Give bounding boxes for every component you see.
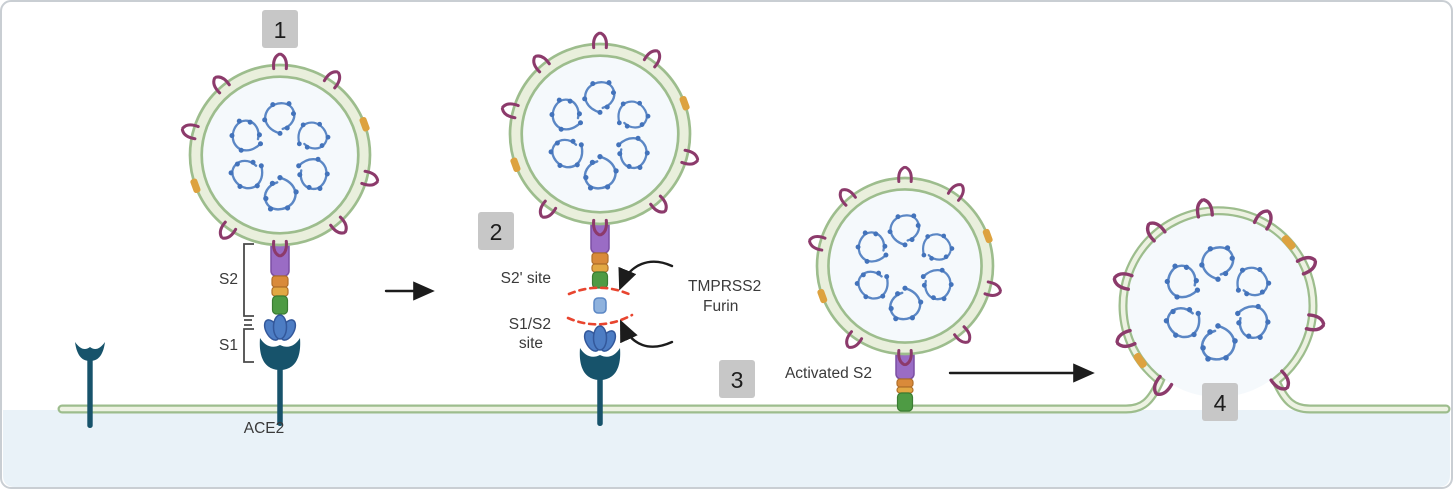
bracket-tick (244, 319, 252, 326)
step-3-number: 3 (731, 367, 744, 393)
step-1-number: 1 (274, 17, 287, 43)
step-1-box (262, 10, 298, 48)
cell-membrane (57, 206, 1451, 414)
step-label-3: 3 (719, 360, 755, 398)
s1-s2-site-label-line1: S1/S2 (509, 316, 551, 333)
activated-s2-label: Activated S2 (785, 365, 872, 382)
virus-3-complex (808, 167, 1002, 412)
step-2-number: 2 (490, 219, 503, 245)
step-label-4: 4 (1202, 383, 1238, 421)
s1-bracket (243, 328, 254, 363)
furin-label: Furin (703, 298, 738, 315)
step-4-box (1202, 383, 1238, 421)
virus-1-complex (181, 54, 379, 426)
s2-bracket (243, 243, 254, 317)
step-3-box (719, 360, 755, 398)
step-4-number: 4 (1214, 390, 1227, 416)
ace2-label: ACE2 (244, 420, 285, 437)
cleaved-fragment (593, 297, 607, 314)
tmprss2-label: TMPRSS2 (688, 278, 761, 295)
fusion-pocket-interior (1127, 215, 1309, 397)
s2-label: S2 (219, 271, 238, 288)
furin-arrow-lower (620, 319, 674, 348)
step-label-1: 1 (262, 10, 298, 48)
tmprss2-arrow-upper (618, 260, 674, 291)
cytoplasm (3, 410, 1450, 487)
s2-prime-site-label: S2' site (501, 270, 551, 287)
step-2-box (478, 212, 514, 250)
s1-s2-site-label-line2: site (519, 335, 543, 352)
s1-label: S1 (219, 337, 238, 354)
s2-s1-brackets: S2 S1 (219, 243, 254, 363)
s1-s2-cleavage-site (566, 313, 634, 326)
step-label-2: 2 (478, 212, 514, 250)
ace2-receptor-free (75, 342, 105, 428)
s2-prime-cleavage-site (567, 286, 633, 297)
